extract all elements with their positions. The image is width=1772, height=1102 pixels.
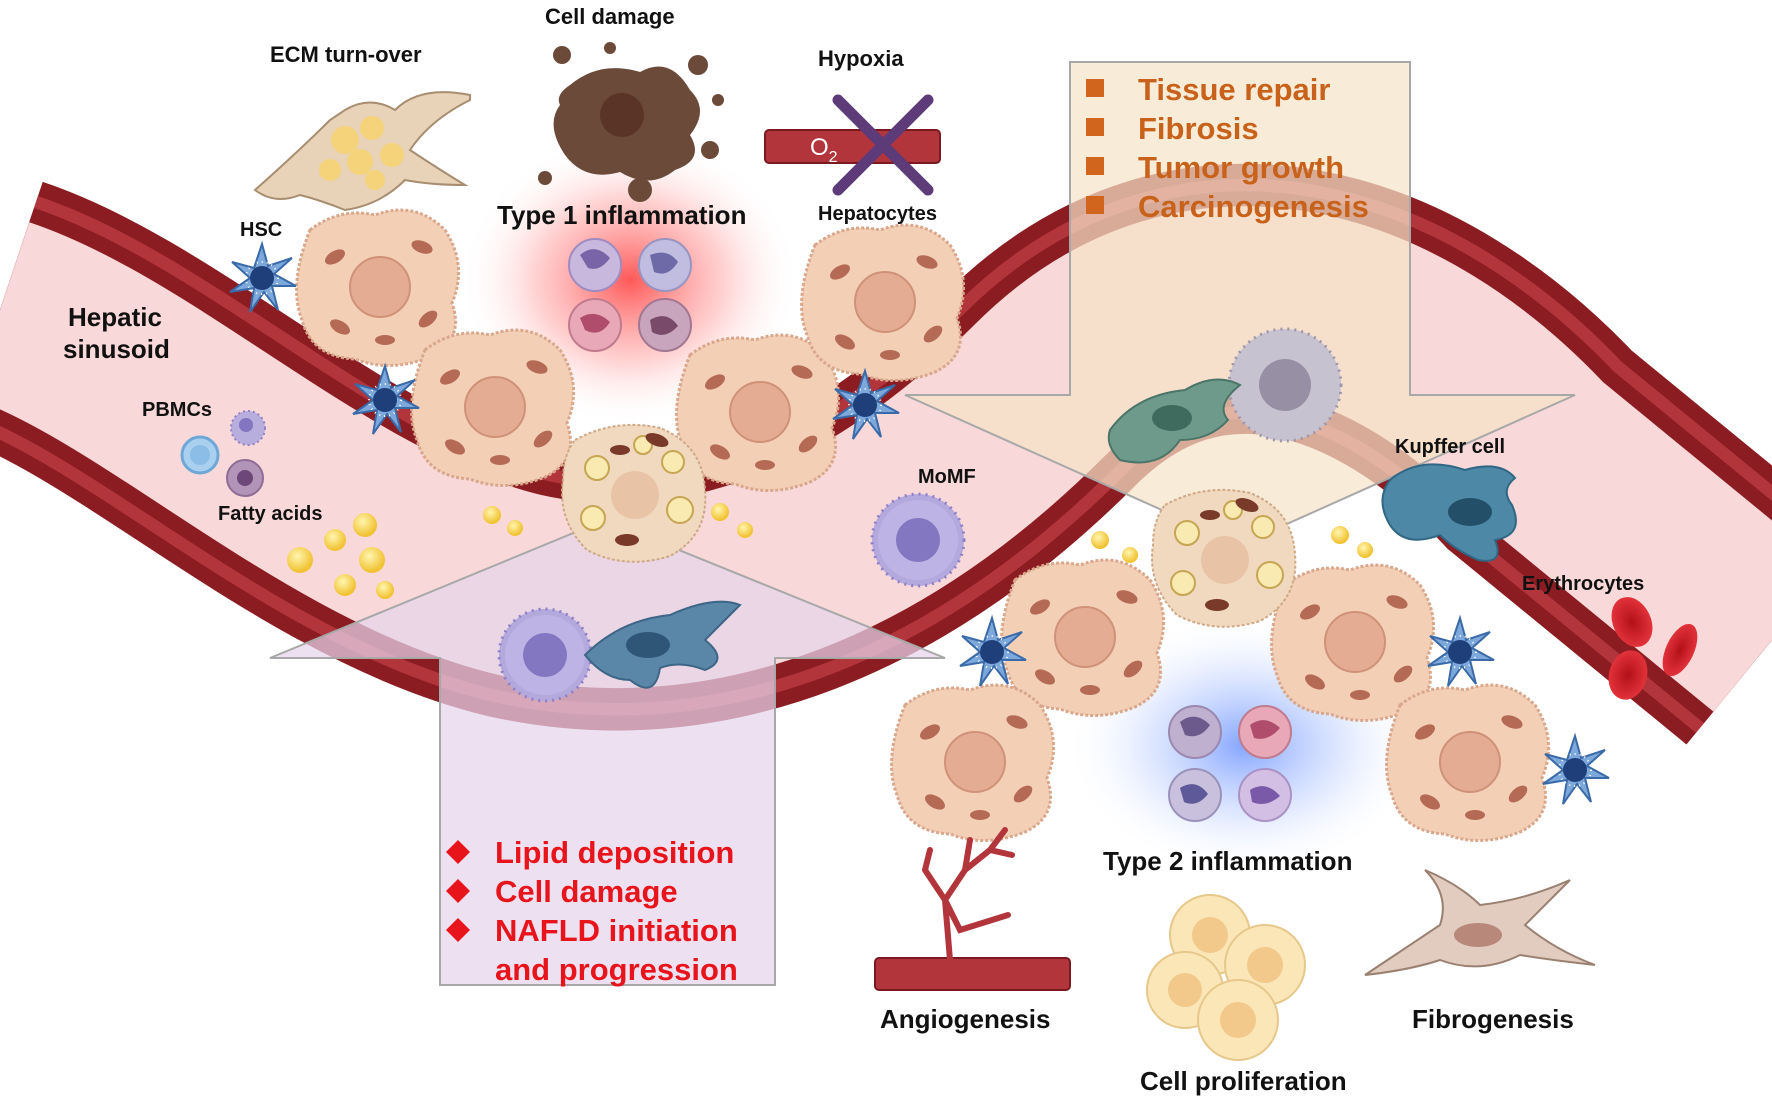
- label-fibrogenesis: Fibrogenesis: [1412, 1004, 1574, 1034]
- label-cell-proliferation: Cell proliferation: [1140, 1066, 1347, 1096]
- hepatocyte: [1385, 683, 1551, 843]
- label-hsc: HSC: [240, 219, 282, 241]
- down-arrow-list: Tissue repair Fibrosis Tumor growth Carc…: [1086, 72, 1369, 224]
- ecm-turnover-icon: [253, 91, 471, 212]
- hsc-cell: [1427, 617, 1495, 687]
- up-arrow-list: Lipid deposition Cell damage NAFLD initi…: [446, 835, 738, 987]
- angiogenesis-icon: [874, 827, 1071, 991]
- label-angiogenesis: Angiogenesis: [880, 1004, 1050, 1034]
- label-type1-inflammation: Type 1 inflammation: [497, 200, 746, 230]
- bullet-square: [1086, 118, 1104, 136]
- hsc-cell: [1542, 735, 1610, 805]
- hepatocyte: [890, 683, 1056, 843]
- bullet-diamond: [446, 918, 470, 942]
- hepatocyte: [410, 328, 576, 488]
- down-item-tumor-growth: Tumor growth: [1138, 150, 1344, 185]
- up-item-lipid-deposition: Lipid deposition: [495, 835, 734, 870]
- label-kupffer-cell: Kupffer cell: [1395, 436, 1505, 458]
- fatty-hepatocyte: [1151, 488, 1297, 628]
- up-item-and-progression: and progression: [495, 952, 738, 987]
- down-item-tissue-repair: Tissue repair: [1138, 72, 1330, 107]
- fibrogenesis-icon: [1364, 869, 1596, 976]
- label-hepatic-sinusoid-line2: sinusoid: [63, 334, 170, 364]
- label-hypoxia: Hypoxia: [818, 46, 904, 71]
- momf-cell: [870, 492, 966, 588]
- macrophage-cell: [497, 607, 593, 703]
- erythrocytes-group: [1608, 597, 1698, 700]
- bullet-square: [1086, 196, 1104, 214]
- label-hepatocytes: Hepatocytes: [818, 203, 937, 225]
- label-fatty-acids: Fatty acids: [218, 503, 322, 525]
- down-item-fibrosis: Fibrosis: [1138, 111, 1259, 146]
- type1-inflammation-cells: [568, 238, 692, 352]
- up-item-nafld-initiation: NAFLD initiation: [495, 913, 738, 948]
- kupffer-cell: [1381, 463, 1517, 562]
- label-momf: MoMF: [918, 466, 976, 488]
- o2-symbol: O2: [810, 134, 838, 166]
- hepatocyte: [800, 223, 966, 383]
- up-item-cell-damage: Cell damage: [495, 874, 678, 909]
- pbmc-cells: [180, 410, 266, 497]
- bullet-square: [1086, 79, 1104, 97]
- label-erythrocytes: Erythrocytes: [1522, 573, 1644, 595]
- fatty-acid-droplets: [287, 503, 1373, 599]
- bullet-diamond: [446, 879, 470, 903]
- hypoxia-icon: [764, 94, 941, 196]
- label-ecm-turnover: ECM turn-over: [270, 42, 422, 67]
- cell-damage-icon: [538, 42, 724, 202]
- fatty-hepatocyte: [561, 423, 707, 563]
- type2-inflammation-cells: [1168, 705, 1292, 822]
- label-type2-inflammation: Type 2 inflammation: [1103, 846, 1352, 876]
- bullet-diamond: [446, 840, 470, 864]
- label-pbmcs: PBMCs: [142, 399, 212, 421]
- up-arrow: [269, 518, 946, 986]
- down-item-carcinogenesis: Carcinogenesis: [1138, 189, 1369, 224]
- label-cell-damage-top: Cell damage: [545, 4, 675, 29]
- kupffer-cell-in-arrow: [583, 600, 742, 689]
- label-hepatic-sinusoid-line1: Hepatic: [68, 302, 162, 332]
- cell-proliferation-icon: [1146, 894, 1306, 1061]
- macrophage-cluster-top: [1107, 327, 1343, 464]
- bullet-square: [1086, 157, 1104, 175]
